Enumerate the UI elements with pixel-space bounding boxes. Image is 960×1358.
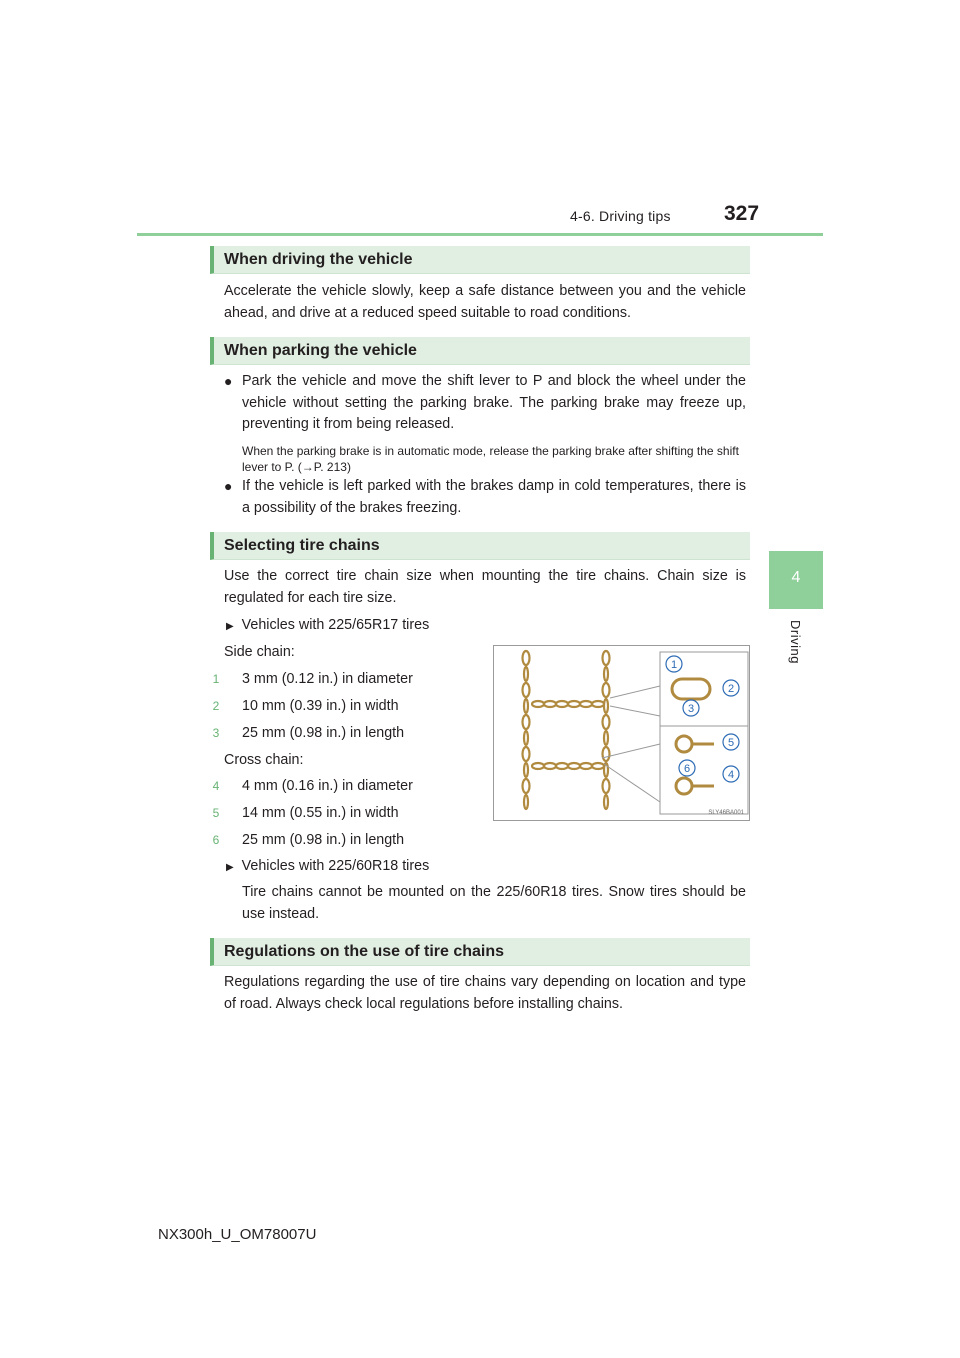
svg-text:3: 3 bbox=[688, 703, 694, 715]
spec-item: 10 mm (0.39 in.) in width bbox=[242, 698, 399, 714]
callout-number: 1 bbox=[212, 672, 220, 686]
list-item: ● If the vehicle is left parked with the… bbox=[224, 476, 746, 520]
section-heading-chains: Selecting tire chains bbox=[210, 532, 750, 560]
callout-number: 4 bbox=[212, 779, 220, 793]
chapter-tab: 4 bbox=[769, 551, 823, 609]
bullet-icon: ● bbox=[224, 373, 233, 389]
svg-text:6: 6 bbox=[684, 763, 690, 775]
variant-2-text: Tire chains cannot be mounted on the 225… bbox=[242, 884, 746, 922]
spec-item: 25 mm (0.98 in.) in length bbox=[242, 725, 405, 741]
document-code: NX300h_U_OM78007U bbox=[158, 1226, 317, 1243]
parking-note: When the parking brake is in automatic m… bbox=[242, 444, 739, 474]
section-heading-driving: When driving the vehicle bbox=[210, 246, 750, 274]
callout-number: 6 bbox=[212, 833, 220, 847]
spec-item: 25 mm (0.98 in.) in length bbox=[242, 832, 405, 848]
section-heading-regulations: Regulations on the use of tire chains bbox=[210, 938, 750, 966]
regulations-text: Regulations regarding the use of tire ch… bbox=[224, 974, 746, 1012]
header-rule bbox=[137, 233, 823, 236]
list-item: ● Park the vehicle and move the shift le… bbox=[224, 371, 746, 437]
section-heading-parking: When parking the vehicle bbox=[210, 337, 750, 365]
tire-chain-diagram: 1 2 3 4 5 6 SLY46BA001 bbox=[493, 645, 750, 821]
page-number: 327 bbox=[724, 202, 760, 225]
svg-text:5: 5 bbox=[728, 737, 734, 749]
spec-item: 3 mm (0.12 in.) in diameter bbox=[242, 671, 413, 687]
bullet-icon: ● bbox=[224, 478, 233, 494]
svg-text:SLY46BA001: SLY46BA001 bbox=[708, 810, 744, 816]
callout-number: 3 bbox=[212, 726, 220, 740]
driving-text: Accelerate the vehicle slowly, keep a sa… bbox=[224, 283, 746, 321]
spec-item: 4 mm (0.16 in.) in diameter bbox=[242, 778, 413, 794]
callout-number: 5 bbox=[212, 806, 220, 820]
triangle-icon: ▶ bbox=[226, 621, 234, 632]
parking-bullet-1: Park the vehicle and move the shift leve… bbox=[242, 373, 746, 432]
svg-text:1: 1 bbox=[671, 659, 677, 671]
chains-intro: Use the correct tire chain size when mou… bbox=[224, 568, 746, 606]
chapter-label: Driving bbox=[788, 620, 803, 664]
cross-chain-label: Cross chain: bbox=[224, 752, 304, 768]
svg-text:4: 4 bbox=[728, 769, 734, 781]
triangle-icon: ▶ bbox=[226, 862, 234, 873]
variant-1: ▶ Vehicles with 225/65R17 tires bbox=[226, 617, 430, 633]
parking-bullet-2: If the vehicle is left parked with the b… bbox=[242, 478, 746, 516]
svg-text:2: 2 bbox=[728, 683, 734, 695]
callout-number: 2 bbox=[212, 699, 220, 713]
section-title: 4-6. Driving tips bbox=[570, 208, 671, 224]
spec-item: 14 mm (0.55 in.) in width bbox=[242, 805, 399, 821]
chapter-number: 4 bbox=[791, 569, 801, 586]
side-chain-label: Side chain: bbox=[224, 644, 295, 660]
variant-2: ▶ Vehicles with 225/60R18 tires bbox=[226, 858, 430, 874]
